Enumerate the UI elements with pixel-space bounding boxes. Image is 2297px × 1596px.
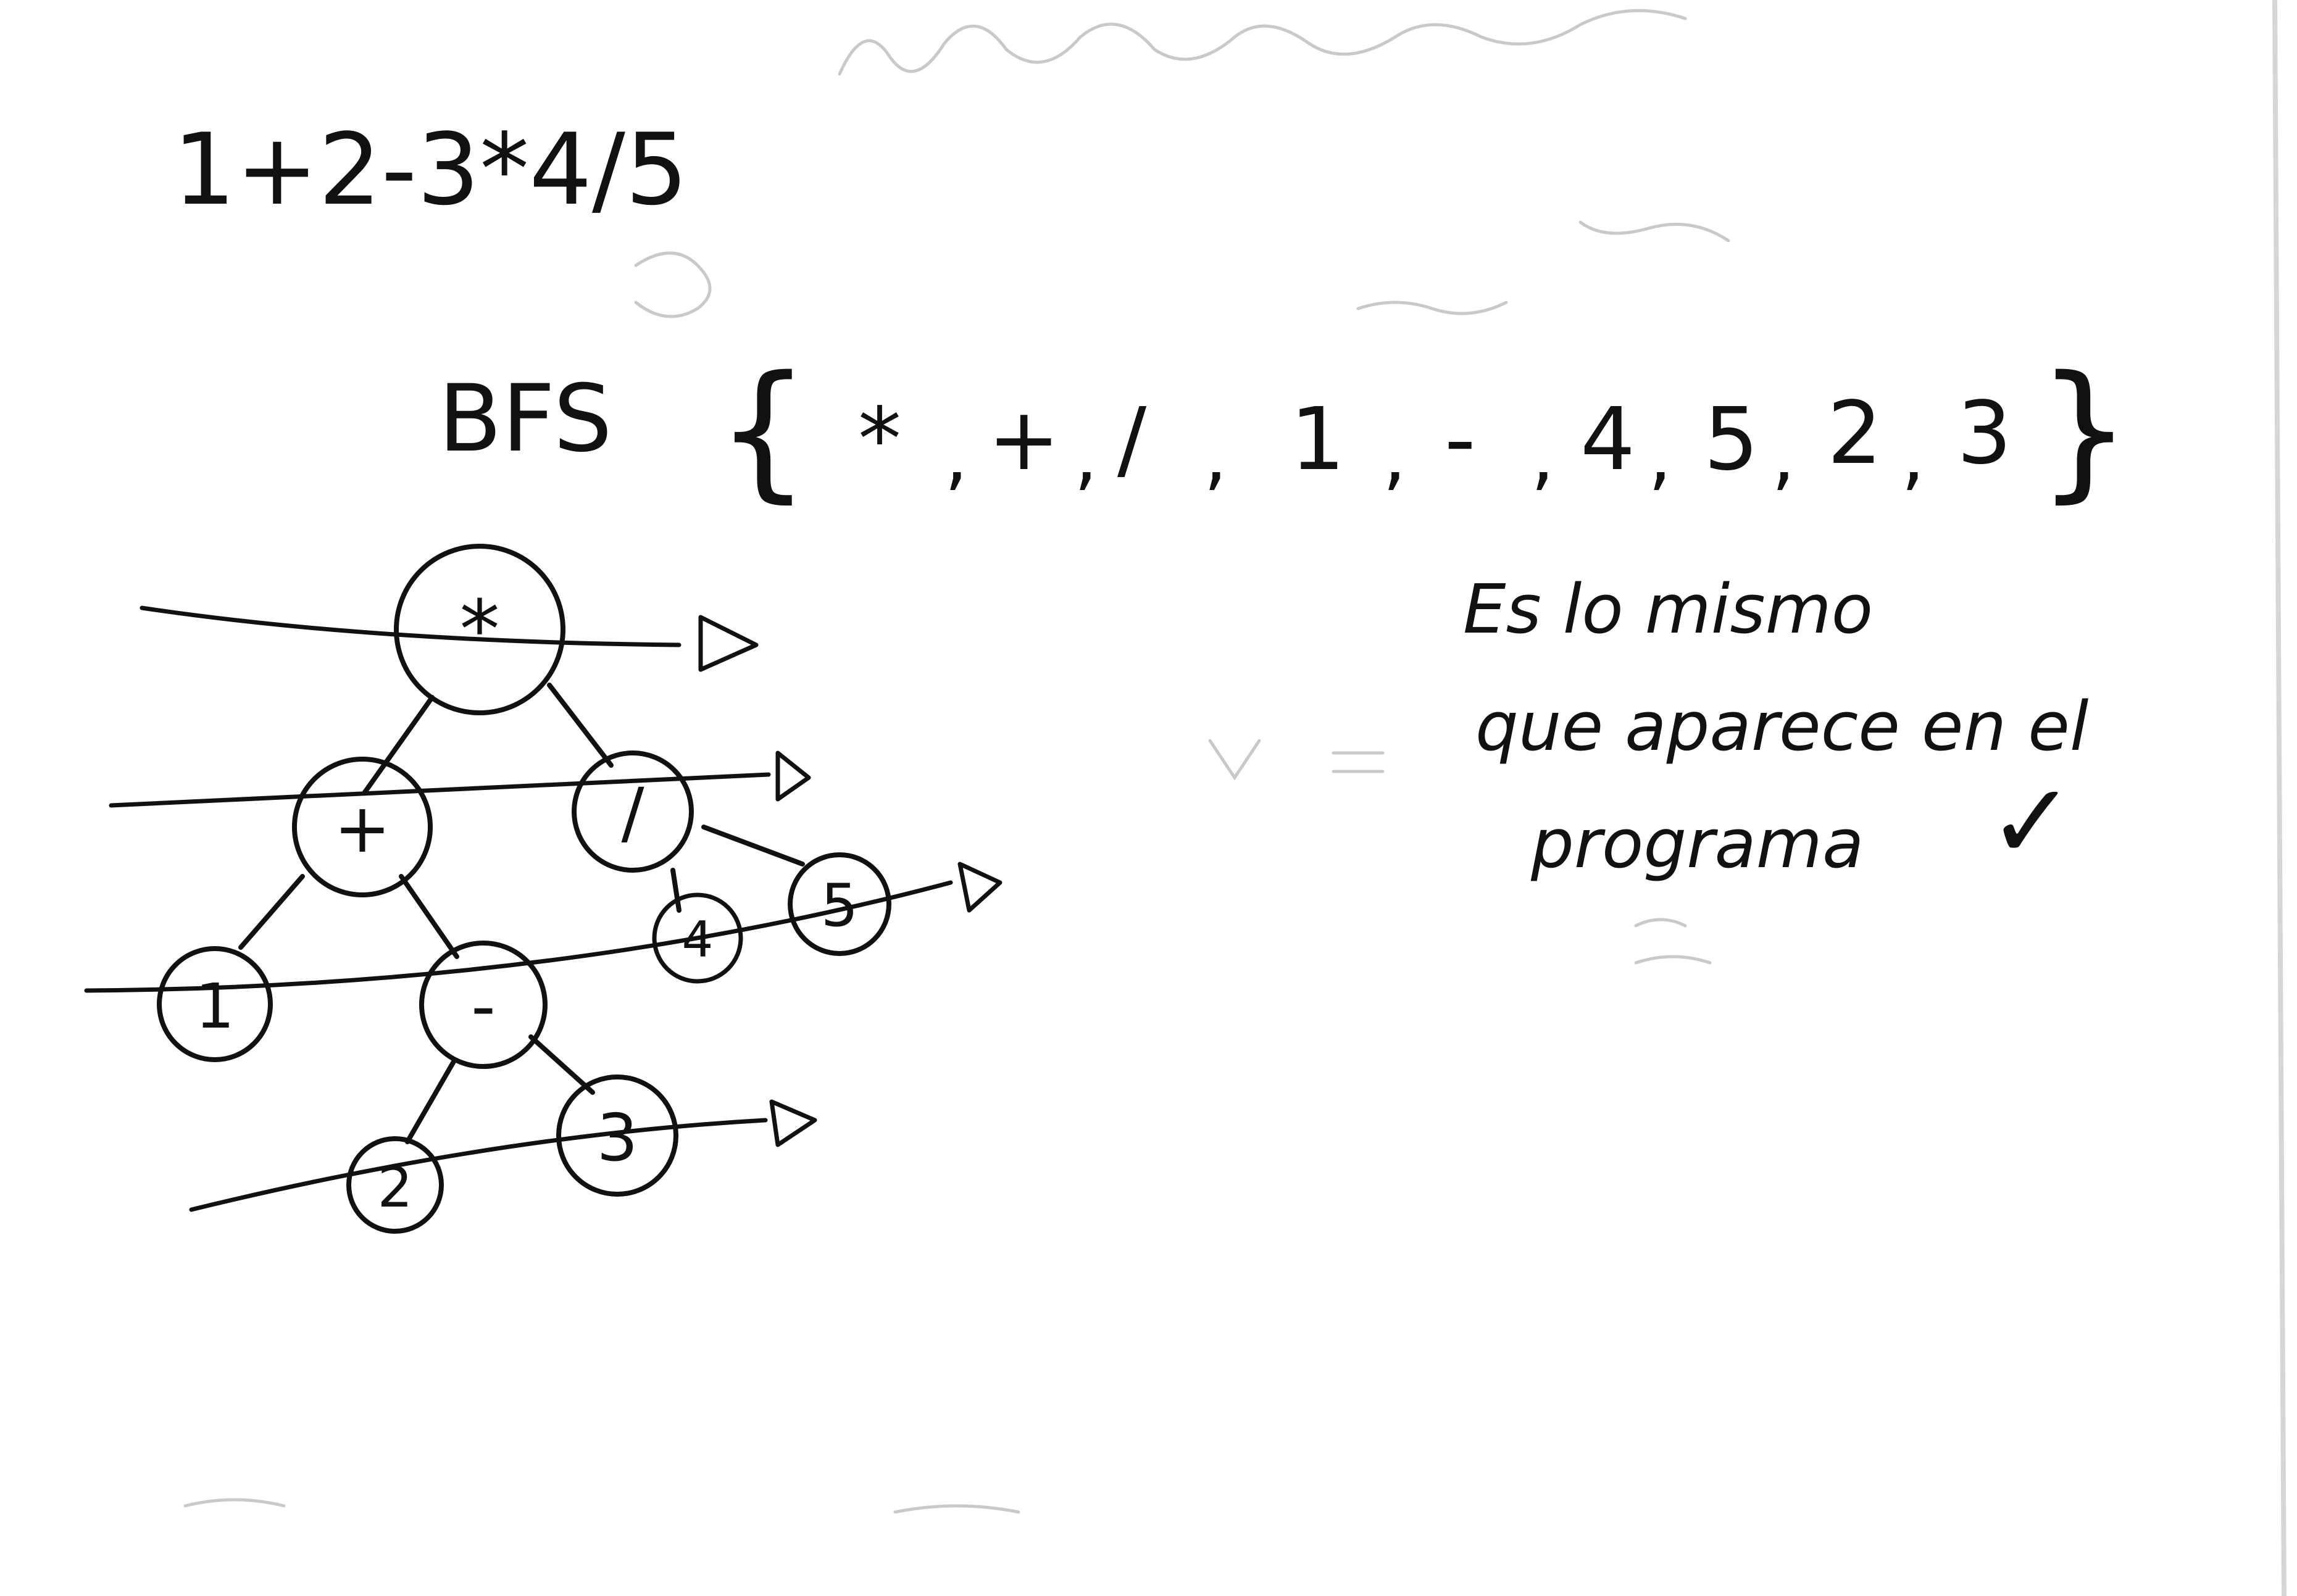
bfs-open-brace: {	[716, 344, 811, 517]
tree-node-five: 5	[788, 852, 891, 956]
bfs-separator: ,	[1772, 414, 1795, 499]
bfs-item: -	[1444, 389, 1476, 490]
node-label: +	[334, 789, 391, 868]
paper-edge	[2272, 0, 2287, 1596]
bfs-separator: ,	[1383, 414, 1406, 499]
node-label: *	[460, 583, 500, 676]
note: Es lo mismo que aparece en el programa ✓	[1463, 570, 2089, 883]
bfs-item: 4	[1580, 389, 1635, 490]
note-line-3: programa	[1530, 804, 1864, 883]
edge-root-divide	[547, 683, 614, 768]
level-arrow-3	[189, 1118, 768, 1212]
bfs-item: +	[988, 389, 1060, 490]
edge-divide-five	[701, 825, 805, 867]
bfs-separator: ,	[1074, 414, 1098, 499]
bfs-item: 2	[1827, 383, 1882, 484]
edge-root-plus	[362, 695, 435, 796]
bfs-level-arrows	[84, 605, 1003, 1212]
bfs-close-brace: }	[2037, 344, 2132, 517]
node-label: /	[621, 773, 644, 852]
bfs-separator: ,	[1648, 414, 1672, 499]
checkmark-icon: ✓	[1988, 761, 2075, 883]
bfs-label: BFS	[438, 365, 612, 473]
edge-plus-one	[238, 874, 305, 950]
tree-node-divide: /	[572, 750, 694, 873]
bfs-separator: ,	[944, 414, 968, 499]
bfs-sequence: * , + , / , 1 , - , 4 , 5 , 2 , 3	[858, 383, 2012, 499]
tree-node-plus: +	[292, 757, 433, 897]
bfs-item: *	[858, 389, 901, 490]
node-label: 3	[597, 1100, 638, 1176]
edge-minus-two	[405, 1059, 456, 1144]
level-arrow-0	[140, 605, 682, 647]
arrow-head-icon	[957, 862, 1003, 913]
bfs-item: 1	[1290, 389, 1345, 490]
arrow-head-icon	[698, 615, 759, 672]
edge-minus-three	[528, 1034, 595, 1095]
expression-text: 1+2-3*4/5	[173, 112, 688, 227]
bfs-item: /	[1117, 389, 1147, 490]
bfs-item: 3	[1957, 383, 2012, 484]
node-label: -	[471, 966, 496, 1045]
bfs-separator: ,	[1204, 414, 1227, 499]
bleed-through-marks	[183, 9, 1730, 1514]
tree-node-three: 3	[556, 1074, 678, 1197]
node-label: 1	[195, 970, 235, 1042]
tree-node-minus: -	[419, 941, 548, 1069]
note-line-1: Es lo mismo	[1463, 570, 1873, 649]
edge-divide-four	[670, 868, 682, 913]
edge-plus-minus	[399, 874, 459, 959]
bfs-separator: ,	[1901, 414, 1925, 499]
bfs-item: 5	[1704, 389, 1759, 490]
arrow-head-icon	[769, 1099, 817, 1147]
bfs-separator: ,	[1531, 414, 1554, 499]
tree-node-one: 1	[157, 946, 273, 1062]
arrow-head-icon	[775, 750, 811, 802]
tree-node-root: *	[394, 544, 565, 715]
tree-edges	[238, 683, 805, 1144]
level-arrow-1	[109, 772, 771, 808]
level-arrow-2	[84, 880, 953, 993]
note-line-2: que aparece en el	[1475, 687, 2089, 766]
